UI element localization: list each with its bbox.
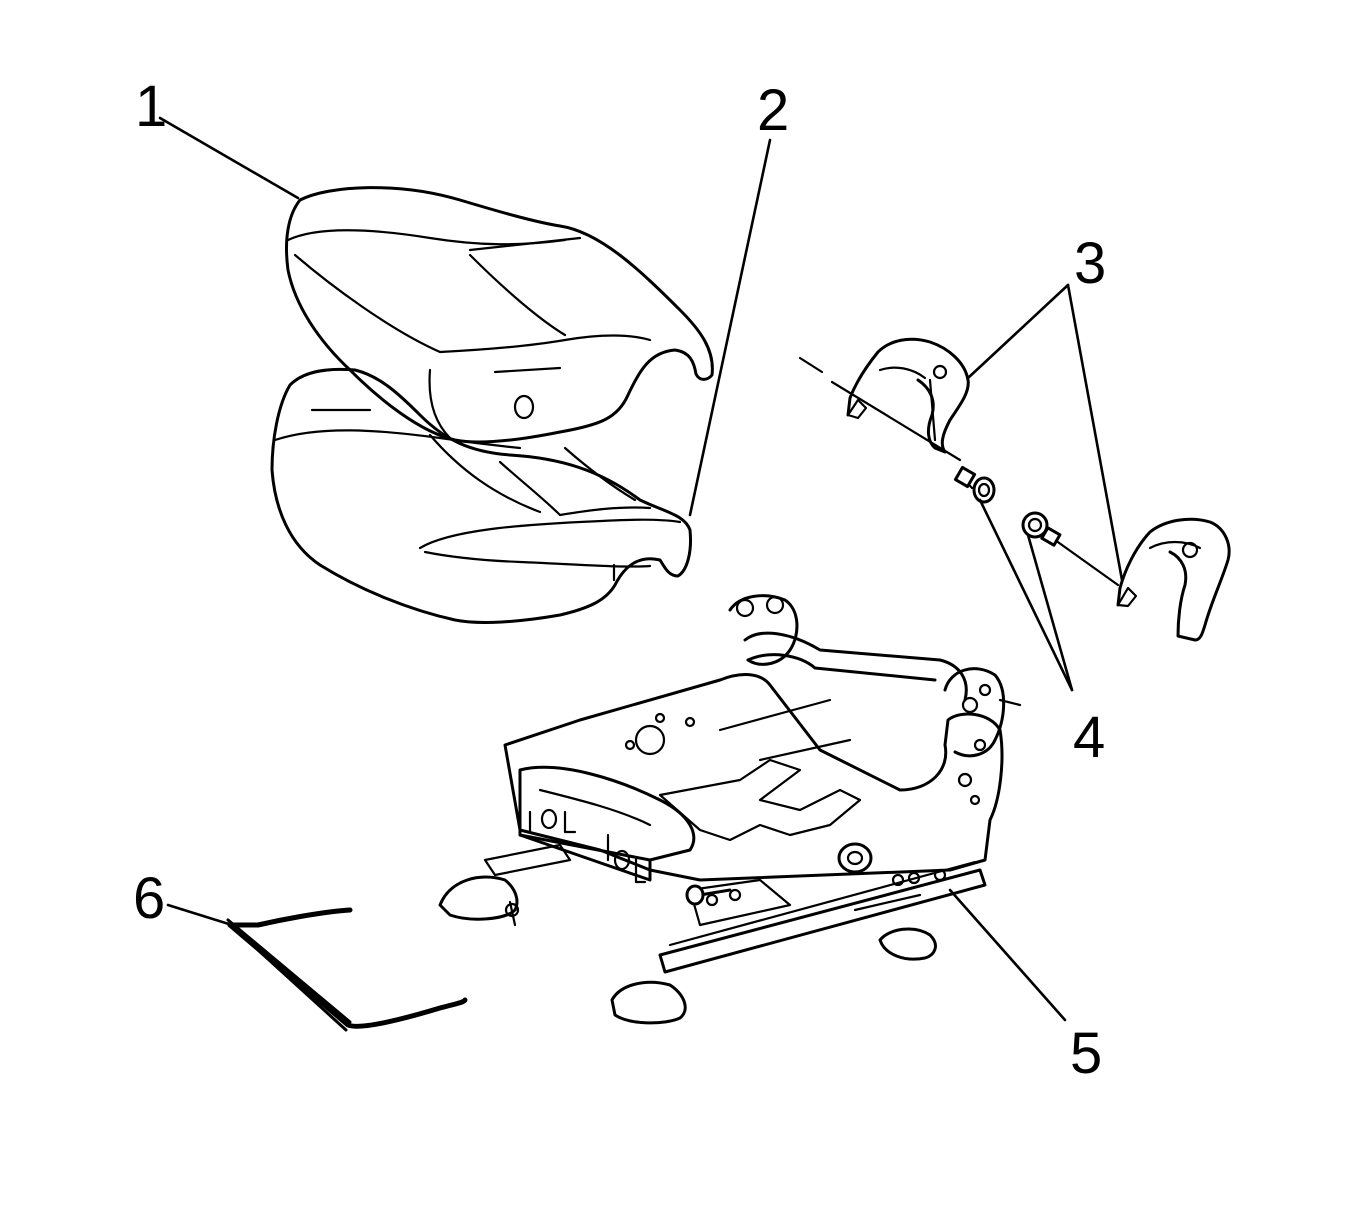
seat-wire bbox=[226, 907, 468, 1032]
callout-2: 2 bbox=[757, 78, 789, 143]
leader-5 bbox=[948, 888, 1067, 1022]
seat-cushion-pad bbox=[270, 367, 692, 624]
leader-2 bbox=[688, 138, 772, 517]
callout-1: 1 bbox=[135, 74, 167, 139]
callout-5: 5 bbox=[1070, 1021, 1102, 1086]
leader-lines bbox=[158, 116, 1124, 1022]
leader-3b bbox=[1066, 283, 1124, 582]
bolt-upper bbox=[798, 356, 996, 504]
callout-6: 6 bbox=[133, 866, 165, 931]
seat-trim-panel-upper bbox=[846, 337, 970, 454]
leader-1 bbox=[158, 116, 300, 200]
seat-adjuster-frame bbox=[438, 594, 1022, 1025]
bolt-lower bbox=[1021, 511, 1120, 587]
leader-3a bbox=[966, 283, 1070, 380]
callout-labels: 1 2 3 4 5 6 bbox=[133, 74, 1106, 1086]
callout-4: 4 bbox=[1073, 705, 1105, 770]
seat-trim-panel-lower bbox=[1116, 517, 1231, 642]
leader-4b bbox=[1026, 533, 1074, 692]
seat-cushion-cover bbox=[285, 186, 714, 444]
leader-4a bbox=[978, 498, 1074, 692]
leader-6 bbox=[166, 903, 234, 927]
callout-3: 3 bbox=[1074, 231, 1106, 296]
